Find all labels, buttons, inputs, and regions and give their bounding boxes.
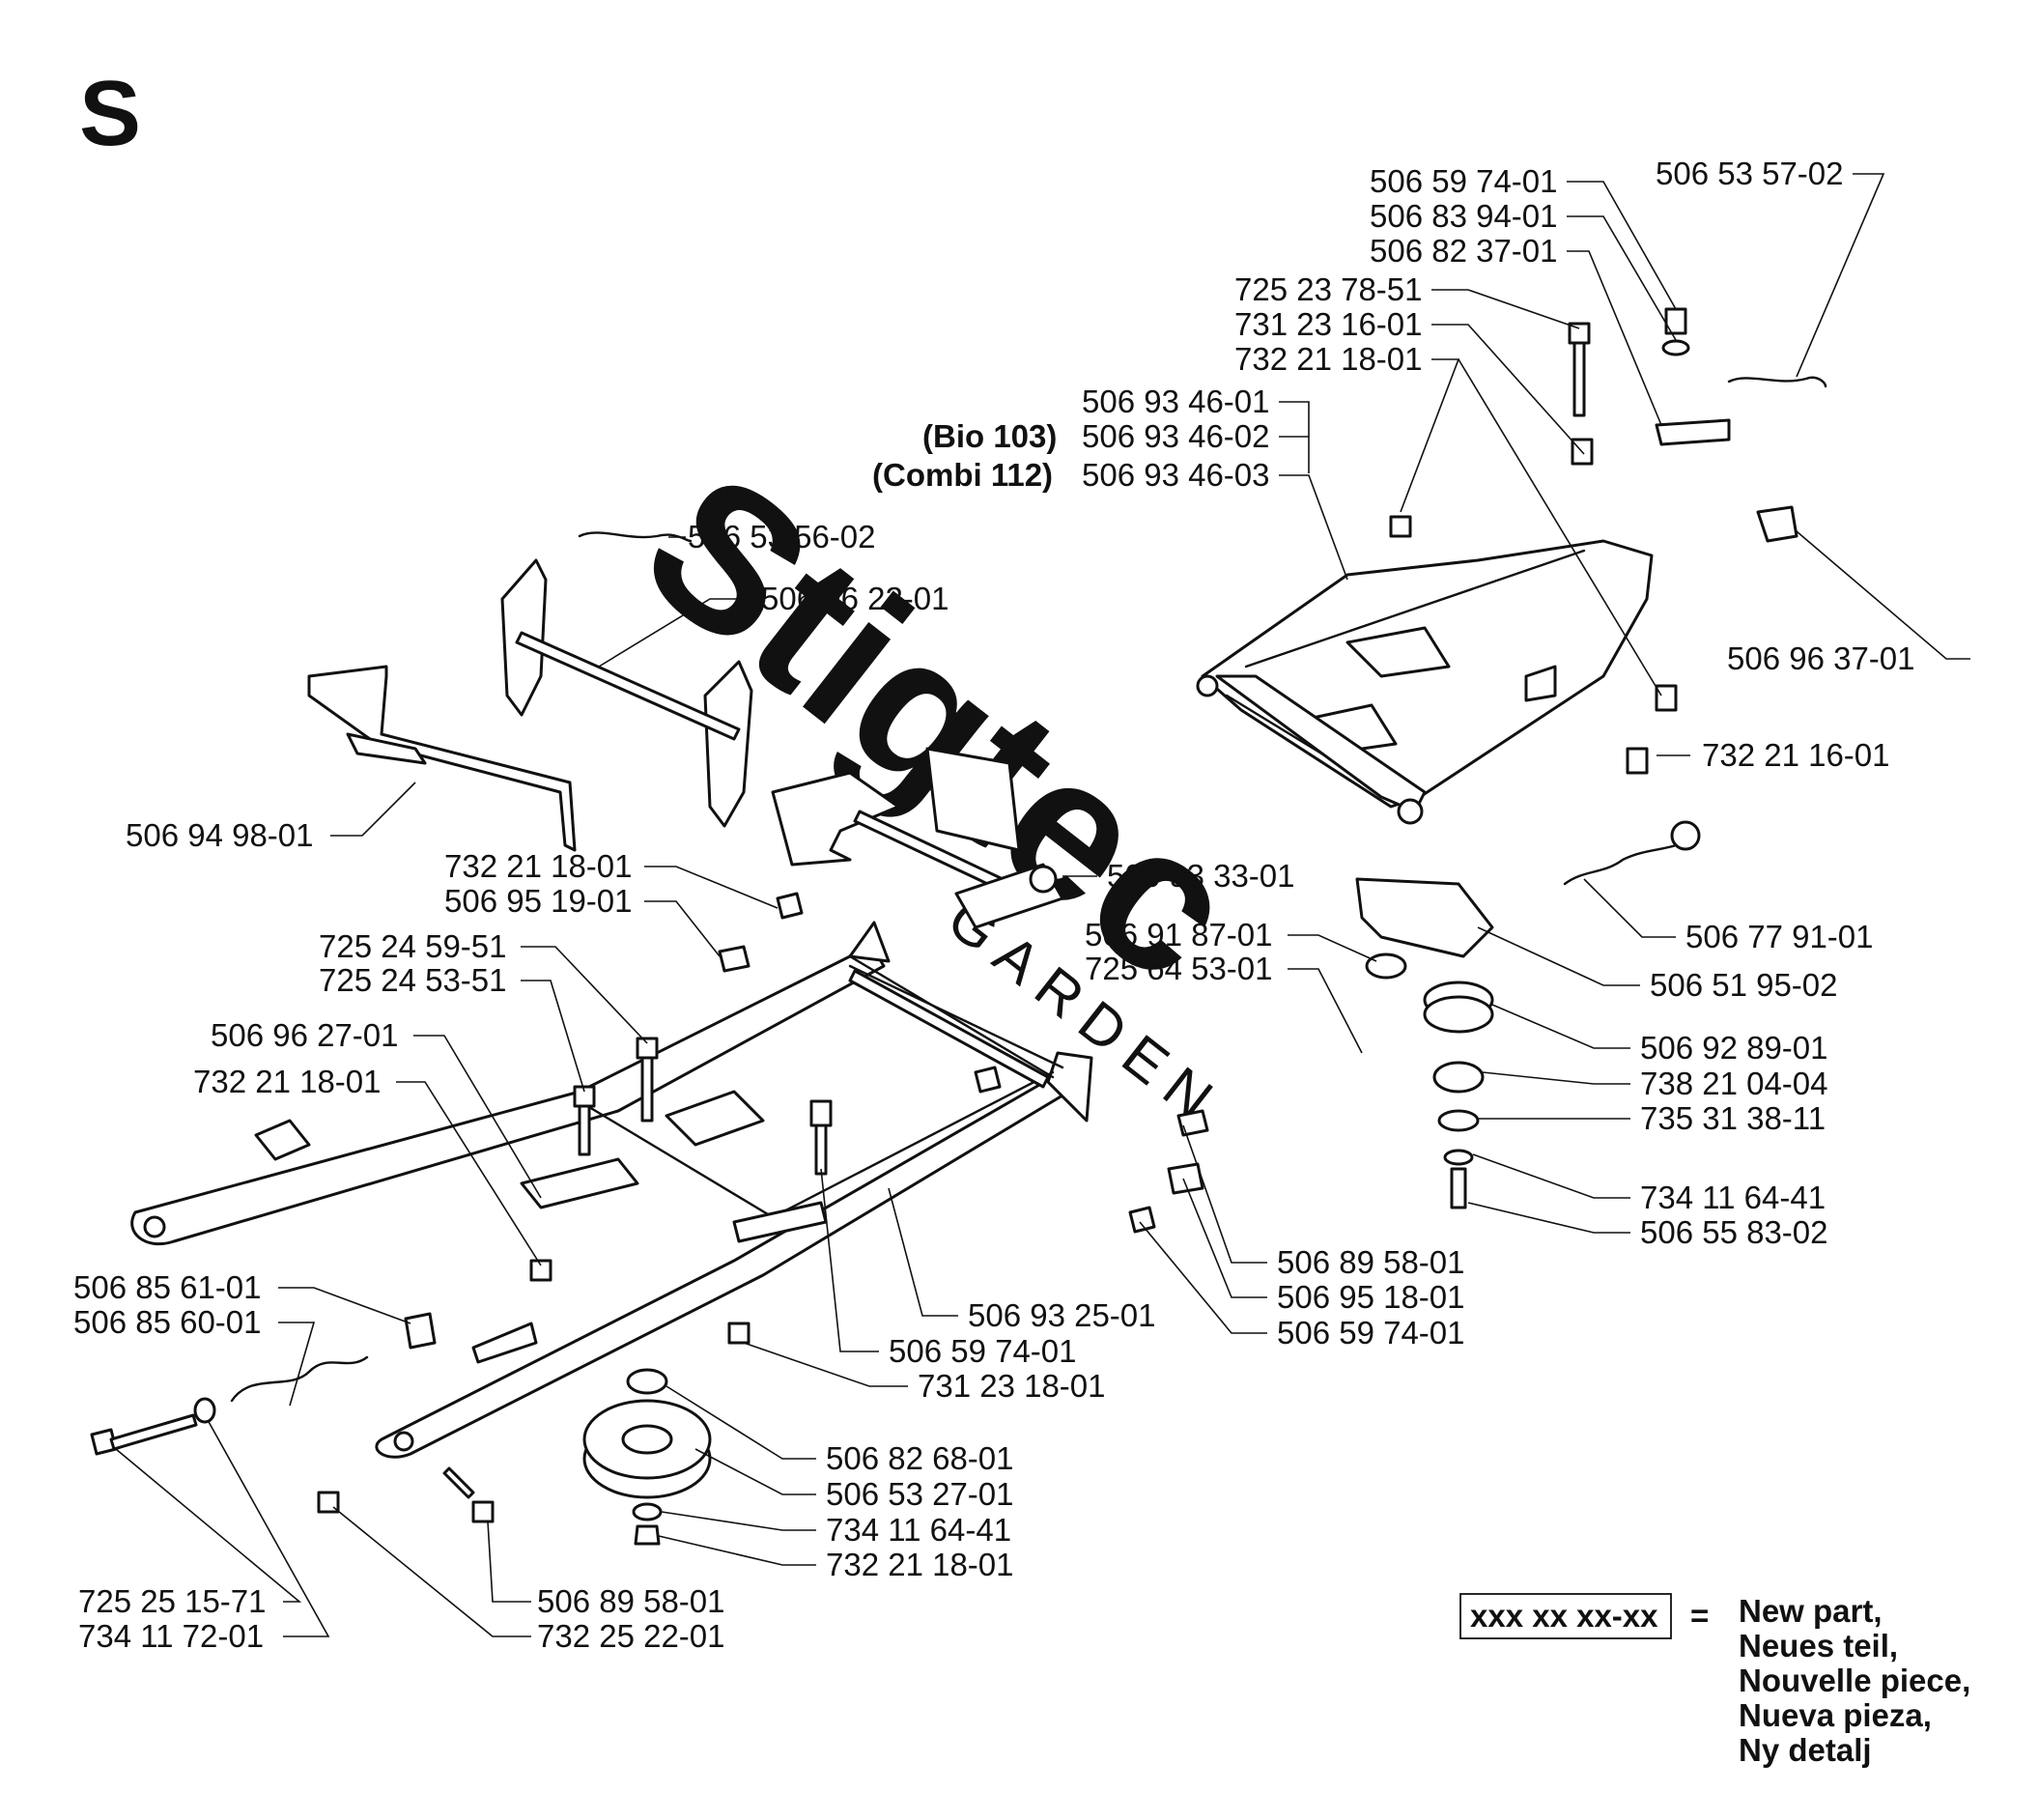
part-label: 506 85 60-01 bbox=[73, 1304, 262, 1340]
part-label: 506 51 95-02 bbox=[1650, 967, 1838, 1003]
part-label: 506 95 18-01 bbox=[1277, 1279, 1465, 1315]
part-label: 506 89 58-01 bbox=[1277, 1244, 1465, 1280]
part-label: 506 83 94-01 bbox=[1370, 198, 1558, 234]
part-label: 732 21 18-01 bbox=[1234, 341, 1423, 377]
part-label: 731 23 16-01 bbox=[1234, 306, 1423, 342]
lift-arm-assembly-drawing bbox=[500, 531, 753, 828]
new-part-legend: xxx xx xx-xx = New part, Neues teil, Nou… bbox=[1459, 1593, 1970, 1768]
plate-506-82-37-drawing bbox=[1655, 418, 1731, 446]
part-label: 506 93 46-01 bbox=[1082, 384, 1270, 419]
part-label: 506 59 74-01 bbox=[889, 1333, 1077, 1369]
spring-506-53-57-drawing bbox=[1727, 376, 1827, 388]
part-label: 725 64 53-01 bbox=[1085, 951, 1273, 986]
part-label: 506 96 22-01 bbox=[761, 581, 949, 616]
part-label: 732 21 18-01 bbox=[193, 1064, 382, 1099]
part-label: 506 91 87-01 bbox=[1085, 917, 1273, 953]
part-label: 506 82 37-01 bbox=[1370, 233, 1558, 269]
part-label: 738 21 04-04 bbox=[1640, 1066, 1828, 1101]
part-label: 506 95 19-01 bbox=[444, 883, 633, 919]
pulley-drawing bbox=[582, 1368, 712, 1546]
part-label: 506 53 57-02 bbox=[1656, 156, 1844, 191]
tension-spring-drawing bbox=[230, 1355, 369, 1403]
part-label: 506 89 58-01 bbox=[537, 1583, 725, 1619]
part-label: 506 55 83-02 bbox=[1640, 1214, 1828, 1250]
part-label: 732 21 16-01 bbox=[1702, 737, 1890, 773]
legend-equals: = bbox=[1690, 1598, 1709, 1634]
plate-506-51-95-drawing bbox=[1355, 877, 1494, 958]
legend-line: Ny detalj bbox=[1739, 1732, 1872, 1768]
pivot-frame-drawing bbox=[1196, 539, 1654, 825]
idler-stack-drawing bbox=[1365, 953, 1494, 1209]
legend-line: Nueva pieza, bbox=[1739, 1697, 1932, 1733]
section-letter: S bbox=[79, 62, 141, 165]
linkage-506-93-33-drawing bbox=[771, 747, 1064, 929]
bracket-506-94-98-drawing bbox=[307, 665, 577, 852]
spring-506-77-91-drawing bbox=[1563, 843, 1678, 886]
frame-axle-drawing bbox=[848, 969, 1050, 1089]
part-label: 506 59 74-01 bbox=[1277, 1315, 1465, 1351]
part-label: 506 77 91-01 bbox=[1685, 919, 1874, 954]
part-label: 732 21 18-01 bbox=[826, 1547, 1014, 1582]
part-label: 506 93 46-03 bbox=[1082, 457, 1270, 493]
variant-label-bio: (Bio 103) bbox=[922, 418, 1057, 454]
part-label: 734 11 64-41 bbox=[1640, 1180, 1826, 1215]
part-label: 731 23 18-01 bbox=[918, 1368, 1106, 1404]
legend-sample: xxx xx xx-xx bbox=[1470, 1598, 1658, 1634]
part-label: 725 24 53-51 bbox=[319, 962, 507, 998]
parts-artwork bbox=[90, 307, 1827, 1546]
clip-506-96-37-drawing bbox=[1756, 505, 1798, 543]
leader-lines bbox=[115, 173, 1970, 1637]
part-label: 506 53 27-01 bbox=[826, 1476, 1014, 1512]
part-label: 735 31 38-11 bbox=[1640, 1100, 1826, 1136]
part-labels: 506 59 74-01 506 83 94-01 506 82 37-01 5… bbox=[73, 156, 1915, 1654]
part-label: 725 24 59-51 bbox=[319, 928, 507, 964]
part-label: 506 59 74-01 bbox=[1370, 163, 1558, 199]
part-label: 734 11 72-01 bbox=[78, 1618, 264, 1654]
part-label: 725 25 15-71 bbox=[78, 1583, 267, 1619]
part-label: 506 94 98-01 bbox=[126, 817, 314, 853]
part-label: 732 21 18-01 bbox=[444, 848, 633, 884]
part-label: 506 93 33-01 bbox=[1107, 858, 1295, 894]
variant-label-combi: (Combi 112) bbox=[872, 457, 1053, 493]
part-label: 506 93 25-01 bbox=[968, 1297, 1156, 1333]
part-label: 732 25 22-01 bbox=[537, 1618, 725, 1654]
part-label: 506 96 37-01 bbox=[1727, 640, 1915, 676]
part-label: 506 92 89-01 bbox=[1640, 1030, 1828, 1066]
spring-ring-drawing bbox=[1670, 820, 1701, 851]
main-frame-drawing bbox=[130, 921, 1093, 1459]
part-label: 506 93 46-02 bbox=[1082, 418, 1270, 454]
legend-line: Neues teil, bbox=[1739, 1628, 1898, 1664]
fasteners-drawing bbox=[90, 307, 1690, 1523]
part-label: 725 23 78-51 bbox=[1234, 271, 1423, 307]
part-label: 734 11 64-41 bbox=[826, 1512, 1011, 1548]
legend-line: New part, bbox=[1739, 1593, 1883, 1629]
part-label: 506 96 27-01 bbox=[211, 1017, 399, 1053]
part-label: 506 82 68-01 bbox=[826, 1440, 1014, 1476]
legend-sample-box bbox=[1459, 1593, 1672, 1639]
legend-line: Nouvelle piece, bbox=[1739, 1663, 1970, 1698]
bracket-lug-drawing bbox=[346, 732, 427, 765]
part-label: 506 53 56-02 bbox=[688, 519, 876, 555]
part-label: 506 85 61-01 bbox=[73, 1269, 262, 1305]
